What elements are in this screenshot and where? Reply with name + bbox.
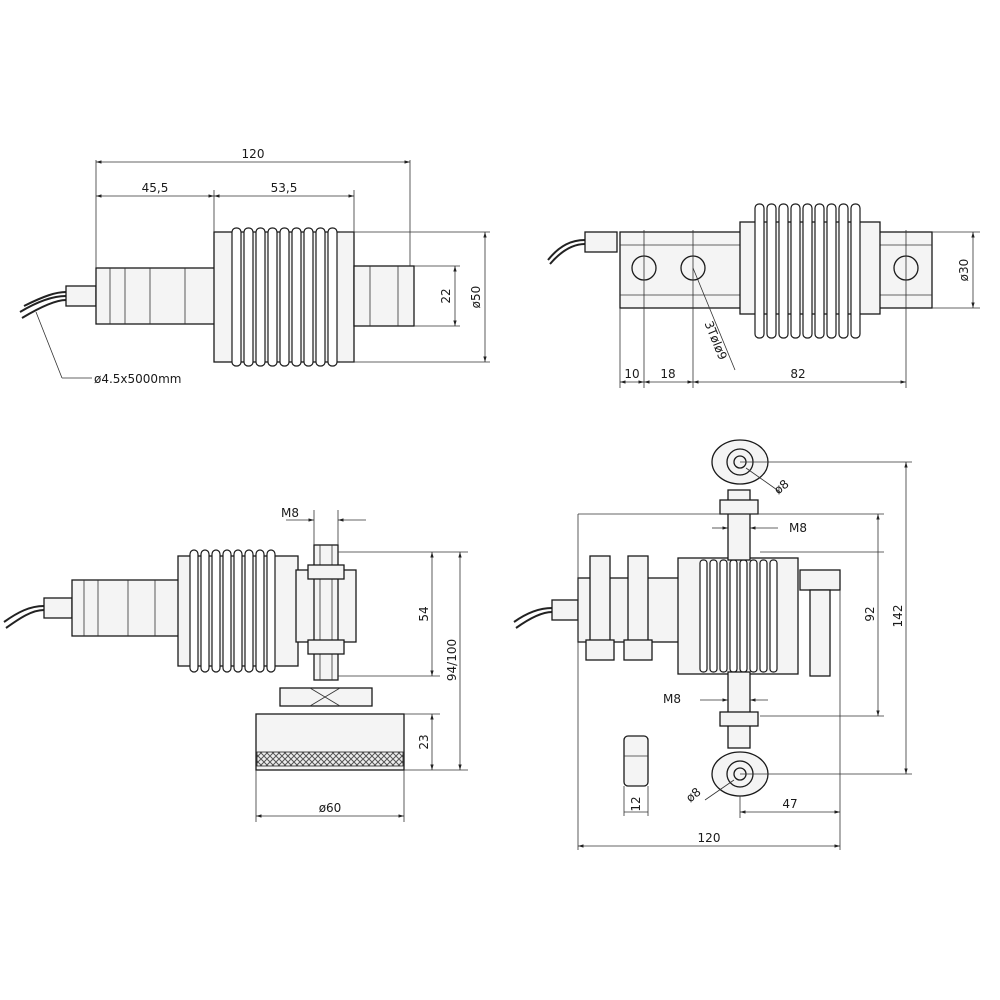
cable-gland xyxy=(584,231,618,253)
hole-spec-label: 3Tølø9 xyxy=(702,319,730,362)
nut xyxy=(307,564,345,580)
dim-outer-diameter: ø50 xyxy=(469,286,483,309)
dim-inner-diameter: 22 xyxy=(439,288,453,303)
dim-10: 10 xyxy=(624,367,639,381)
dim-thread-m8: M8 xyxy=(281,506,299,520)
cable-gland xyxy=(43,597,73,619)
bolt-head xyxy=(585,639,615,661)
dim-thread-top: M8 xyxy=(789,521,807,535)
dim-92: 92 xyxy=(863,606,877,621)
fins xyxy=(189,549,276,673)
bolt xyxy=(809,589,831,677)
dim-142: 142 xyxy=(891,605,905,628)
dim-eye-top: ø8 xyxy=(771,477,791,497)
fins xyxy=(231,227,338,367)
dim-47: 47 xyxy=(782,797,797,811)
dim-thread-bottom: M8 xyxy=(663,692,681,706)
cable-spec-label: ø4.5x5000mm xyxy=(94,372,181,386)
cable-gland xyxy=(551,599,579,621)
cable xyxy=(19,295,67,313)
dim-94-100: 94/100 xyxy=(445,639,459,681)
dim-left-length: 45,5 xyxy=(142,181,169,195)
foot-plate xyxy=(279,687,373,707)
view-bottom-right: ø8 M8 92 142 M8 ø8 47 12 120 xyxy=(513,439,912,850)
dim-12: 12 xyxy=(629,796,643,811)
dim-82: 82 xyxy=(790,367,805,381)
clip-part xyxy=(623,735,649,787)
view-bottom-left: M8 54 94/100 23 ø60 xyxy=(3,506,468,822)
dim-middle-length: 53,5 xyxy=(271,181,298,195)
left-spud xyxy=(71,579,181,637)
dim-eye-bottom: ø8 xyxy=(683,785,703,805)
finned-body xyxy=(677,557,799,675)
dim-120: 120 xyxy=(698,831,721,845)
view-top-left: 120 45,5 53,5 22 ø50 ø4.5x5000mm xyxy=(19,147,490,386)
bolt xyxy=(589,555,611,643)
rod-end-bottom xyxy=(727,671,751,749)
bolt xyxy=(627,555,649,643)
left-spud xyxy=(95,267,217,325)
view-top-right: 10 18 82 ø30 3Tølø9 xyxy=(547,203,980,388)
nut xyxy=(307,639,345,655)
nut xyxy=(719,499,759,515)
dim-23: 23 xyxy=(417,734,431,749)
dim-height-diameter: ø30 xyxy=(957,259,971,282)
dim-base-diameter: ø60 xyxy=(319,801,342,815)
cable-gland xyxy=(65,285,97,307)
fins xyxy=(754,203,861,339)
right-spud xyxy=(353,265,415,327)
dim-total-length: 120 xyxy=(242,147,265,161)
bolt-head xyxy=(623,639,653,661)
dim-18: 18 xyxy=(660,367,675,381)
knurled-band xyxy=(256,751,404,767)
dim-54: 54 xyxy=(417,606,431,621)
fins xyxy=(699,559,778,673)
bolt-head xyxy=(799,569,841,591)
nut xyxy=(719,711,759,727)
